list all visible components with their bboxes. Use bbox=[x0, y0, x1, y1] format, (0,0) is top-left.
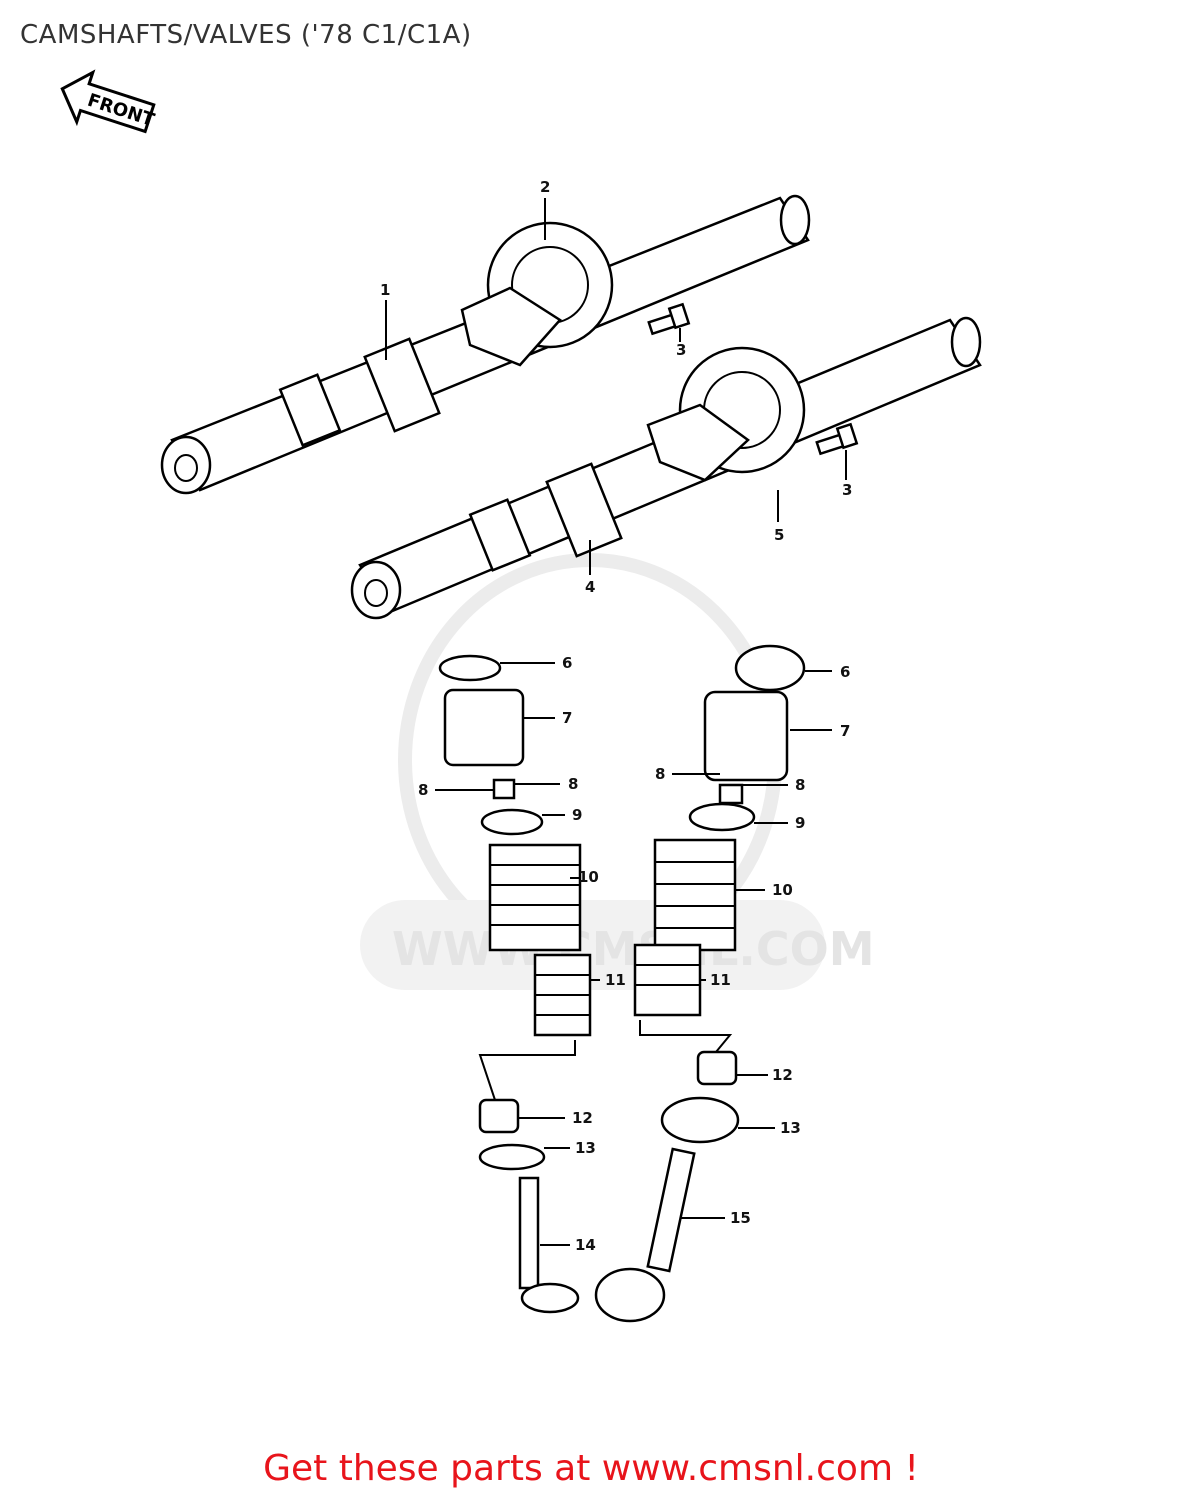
callout-8b: 8 bbox=[568, 775, 578, 793]
callout-11a: 11 bbox=[605, 971, 626, 989]
callouts: 1 2 3 3 4 5 6 6 7 7 8 8 8 8 9 9 10 10 11… bbox=[380, 178, 852, 1254]
footer-link[interactable]: Get these parts at www.cmsnl.com ! bbox=[263, 1448, 919, 1489]
callout-1: 1 bbox=[380, 281, 390, 299]
callout-13b: 13 bbox=[780, 1119, 801, 1137]
seal-12-right bbox=[696, 1050, 738, 1086]
callout-6b: 6 bbox=[840, 663, 850, 681]
valve-15-head bbox=[594, 1267, 666, 1323]
seal-12-left bbox=[478, 1098, 520, 1134]
spring-10-left bbox=[488, 843, 582, 952]
valve-14-stem bbox=[518, 1176, 540, 1290]
spring-10-right bbox=[653, 838, 737, 952]
callout-5: 5 bbox=[774, 526, 784, 544]
shim-6-right bbox=[734, 644, 806, 692]
watermark: WWW.CMSNL.COM bbox=[360, 553, 875, 990]
camshaft-1 bbox=[160, 194, 811, 495]
callout-2: 2 bbox=[540, 178, 550, 196]
spring-seat-13-right bbox=[660, 1096, 740, 1144]
callout-8d: 8 bbox=[795, 776, 805, 794]
callout-3a: 3 bbox=[676, 341, 686, 359]
keeper-8-left bbox=[492, 778, 516, 800]
spring-11-right bbox=[633, 943, 702, 1017]
page-title: CAMSHAFTS/VALVES ('78 C1/C1A) bbox=[20, 20, 472, 50]
exploded-diagram: WWW.CMSNL.COM FRONT bbox=[60, 69, 982, 1323]
callout-7a: 7 bbox=[562, 709, 572, 727]
callout-12a: 12 bbox=[572, 1109, 593, 1127]
valve-15-stem bbox=[646, 1147, 696, 1273]
tappet-7-right bbox=[703, 690, 789, 782]
spring-seat-13-left bbox=[478, 1143, 546, 1171]
callout-3b: 3 bbox=[842, 481, 852, 499]
retainer-9-right bbox=[688, 802, 756, 832]
callout-8c: 8 bbox=[655, 765, 665, 783]
callout-7b: 7 bbox=[840, 722, 850, 740]
callout-4: 4 bbox=[585, 578, 595, 596]
retainer-9-left bbox=[480, 808, 544, 836]
leader-lines bbox=[385, 198, 847, 1246]
camshaft-4 bbox=[350, 316, 982, 620]
watermark-text: WWW.CMSNL.COM bbox=[392, 922, 875, 976]
valve-14-head bbox=[520, 1282, 580, 1314]
keeper-8-right bbox=[718, 783, 744, 805]
callout-6a: 6 bbox=[562, 654, 572, 672]
callout-10b: 10 bbox=[772, 881, 793, 899]
callout-15: 15 bbox=[730, 1209, 751, 1227]
valve-stack-right bbox=[594, 644, 806, 1323]
callout-9b: 9 bbox=[795, 814, 805, 832]
callout-12b: 12 bbox=[772, 1066, 793, 1084]
front-arrow-icon: FRONT bbox=[60, 69, 157, 134]
valve-stack-left bbox=[438, 654, 592, 1314]
callout-13a: 13 bbox=[575, 1139, 596, 1157]
tappet-7-left bbox=[443, 688, 525, 767]
callout-14: 14 bbox=[575, 1236, 596, 1254]
callout-9a: 9 bbox=[572, 806, 582, 824]
shim-6-left bbox=[438, 654, 502, 682]
callout-8a: 8 bbox=[418, 781, 428, 799]
callout-11b: 11 bbox=[710, 971, 731, 989]
callout-10a: 10 bbox=[578, 868, 599, 886]
